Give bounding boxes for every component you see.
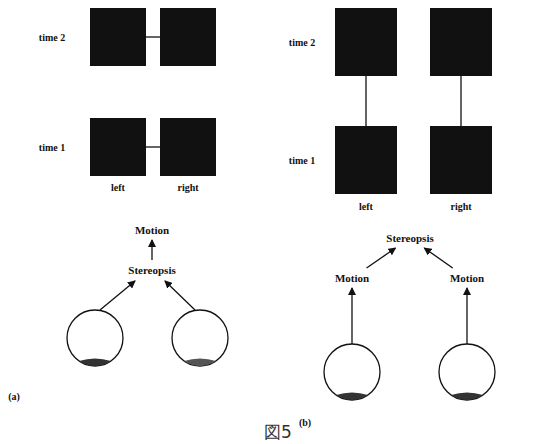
- process-arrow: [151, 240, 152, 260]
- time-label: time 1: [289, 155, 315, 166]
- time-label: time 1: [39, 142, 65, 153]
- stimulus-squares: [335, 8, 492, 194]
- process-stage: Motion: [333, 270, 371, 286]
- stimulus-squares: [90, 8, 216, 176]
- eye-label: left: [111, 182, 125, 193]
- time-label: time 2: [39, 32, 65, 43]
- stage-label: Stereopsis: [128, 264, 175, 276]
- stage-label: Motion: [450, 272, 484, 284]
- stage-label: Stereopsis: [386, 232, 433, 244]
- eye-label: right: [177, 182, 198, 193]
- match-lines: [146, 37, 160, 147]
- eye-arrow: [100, 281, 467, 344]
- process-stage: Motion: [448, 270, 486, 286]
- figure-caption: 図5: [264, 423, 292, 442]
- stage-label: Motion: [335, 272, 369, 284]
- process-arrow: [424, 248, 452, 268]
- retina: [79, 359, 483, 401]
- panel-label: (a): [8, 391, 20, 402]
- process-stage: Stereopsis: [126, 262, 177, 278]
- eye-label: right: [450, 201, 471, 212]
- eye-label: left: [359, 201, 373, 212]
- process-arrow: [367, 248, 396, 268]
- process-stage: Motion: [133, 222, 171, 238]
- time-label: time 2: [289, 37, 315, 48]
- stage-label: Motion: [135, 224, 169, 236]
- eye: [67, 310, 495, 400]
- process-stage: Stereopsis: [384, 230, 435, 246]
- match-lines: [366, 76, 461, 126]
- panel-label: (b): [299, 417, 311, 428]
